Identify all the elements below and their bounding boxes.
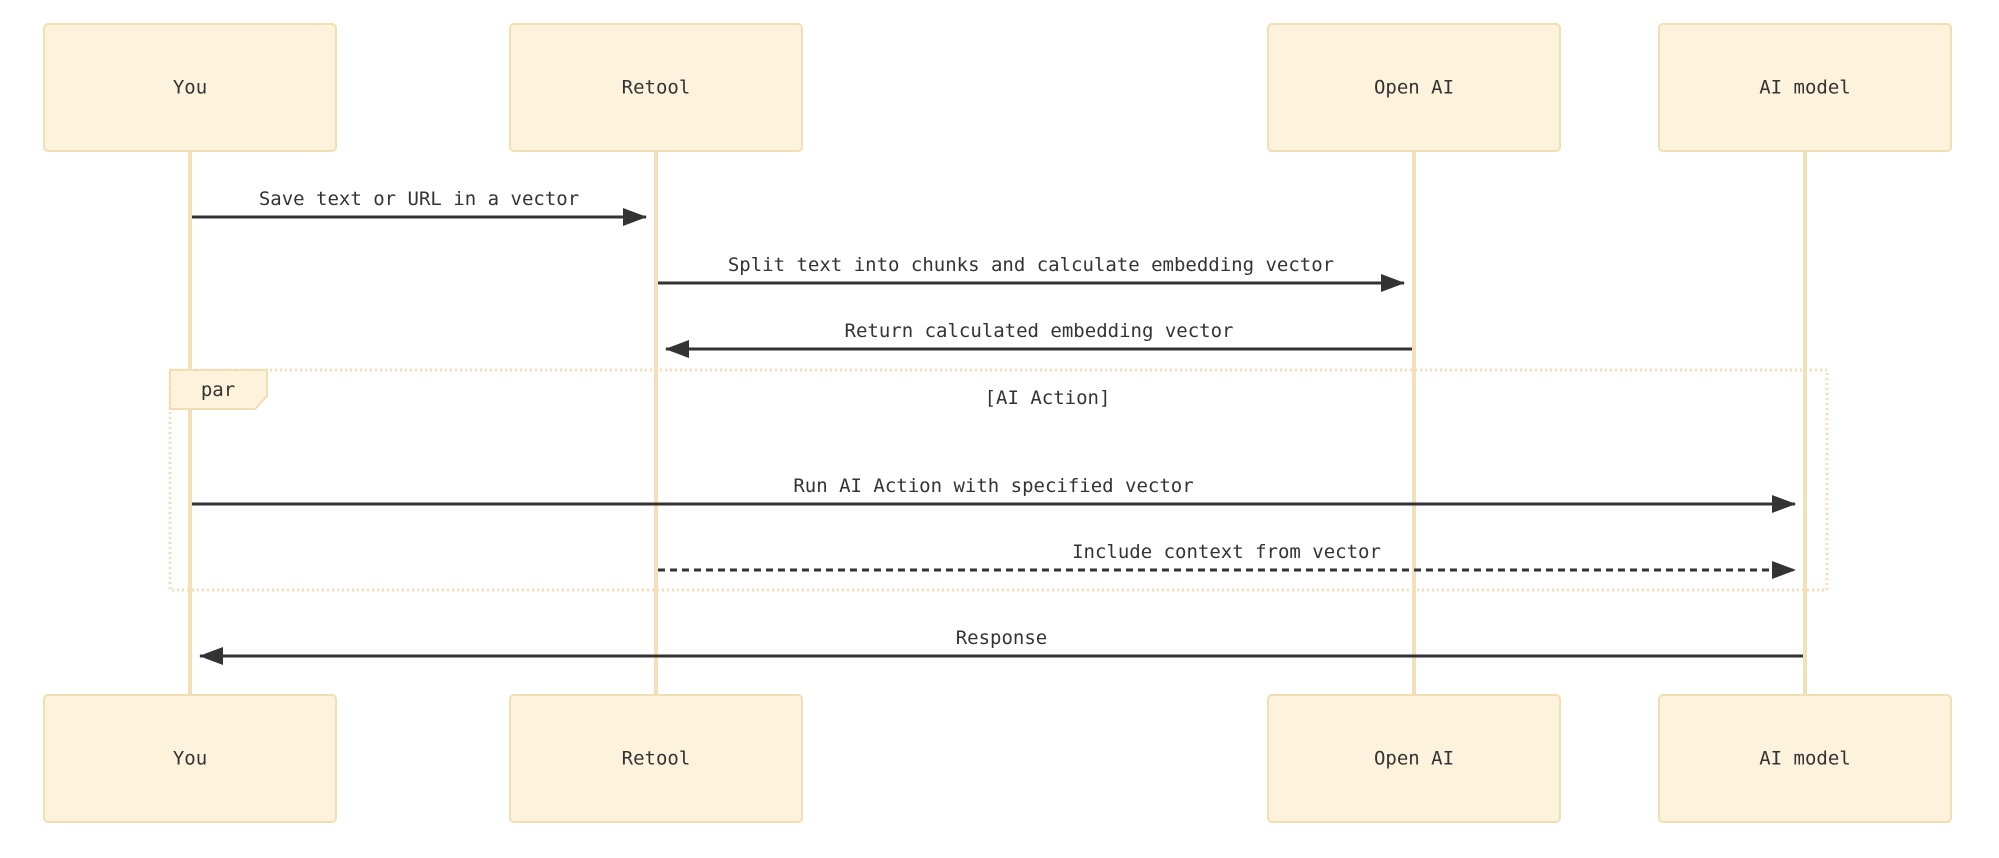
message-label-4: Run AI Action with specified vector (793, 475, 1193, 497)
message-label-1: Save text or URL in a vector (259, 188, 579, 210)
actor-aimodel-bottom: AI model (1658, 694, 1952, 823)
actor-you-top: You (43, 23, 337, 152)
actor-retool-bottom: Retool (509, 694, 803, 823)
actor-box (509, 694, 803, 823)
par-tag (169, 369, 268, 410)
actor-box (43, 694, 337, 823)
message-label-3: Return calculated embedding vector (845, 320, 1234, 342)
actor-box (1267, 23, 1561, 152)
lifelines (188, 151, 1807, 695)
actor-label: Retool (622, 748, 691, 770)
message-label-6: Response (956, 627, 1048, 649)
actor-openai-top: Open AI (1267, 23, 1561, 152)
actor-box (1658, 694, 1952, 823)
actor-label: Open AI (1374, 748, 1454, 770)
message-label-5: Include context from vector (1072, 541, 1381, 563)
actor-openai-bottom: Open AI (1267, 694, 1561, 823)
actor-label: AI model (1759, 748, 1851, 770)
actor-box (43, 23, 337, 152)
par-frame (168, 368, 1829, 592)
actor-retool-top: Retool (509, 23, 803, 152)
actor-label: Open AI (1374, 77, 1454, 99)
actor-label: AI model (1759, 77, 1851, 99)
actor-label: You (173, 748, 207, 770)
par-condition-label: [AI Action] (985, 387, 1111, 409)
actor-box (1267, 694, 1561, 823)
message-label-2: Split text into chunks and calculate emb… (728, 254, 1334, 276)
par-fragment: par [AI Action] (168, 368, 1829, 592)
actor-box (1658, 23, 1952, 152)
actor-aimodel-top: AI model (1658, 23, 1952, 152)
par-kind-label: par (201, 379, 235, 401)
actor-you-bottom: You (43, 694, 337, 823)
actor-label: Retool (622, 77, 691, 99)
actor-box (509, 23, 803, 152)
actor-label: You (173, 77, 207, 99)
